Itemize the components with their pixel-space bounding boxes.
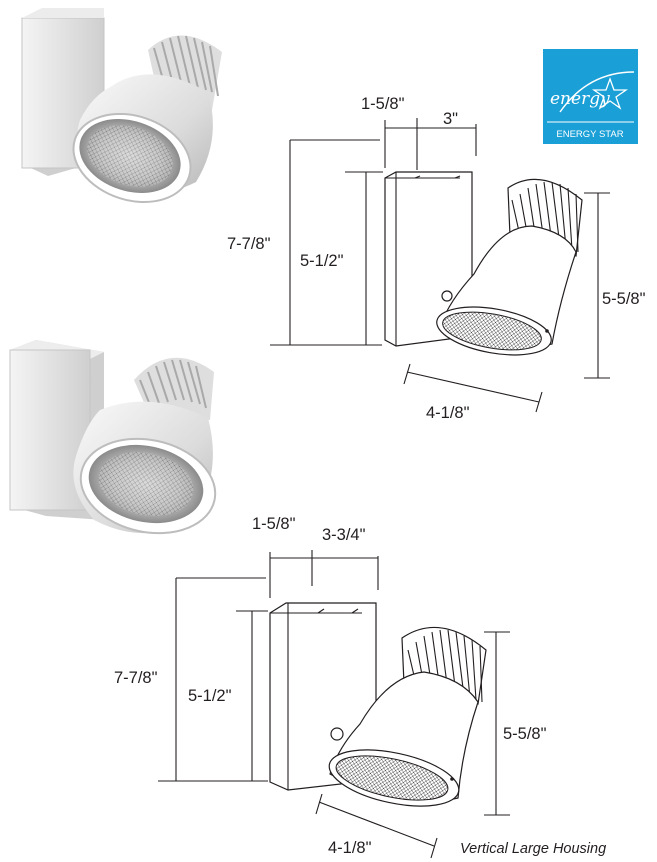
dim-head-diameter: 4-1/8" (426, 404, 470, 422)
caption-vertical-large-housing: Vertical Large Housing (460, 841, 606, 857)
dim-head-diameter: 4-1/8" (328, 839, 372, 857)
dim-head-offset: 3-3/4" (322, 526, 366, 544)
energy-script: energy (550, 89, 610, 109)
product-photo-top (21, 8, 222, 204)
dim-base-height: 5-1/2" (300, 252, 344, 270)
dim-base-height: 5-1/2" (188, 687, 232, 705)
lamp-head-outline (436, 178, 583, 356)
dim-overall-height: 7-7/8" (114, 669, 158, 687)
dim-head-height: 5-5/8" (602, 290, 646, 308)
dimension-drawing-bottom: 1-5/8" 3-3/4" 7-7/8" 5-1/2" 5-5/8" 4-1/8… (114, 515, 606, 859)
energy-star-logo: energy ENERGY STAR (543, 49, 638, 144)
dim-base-depth: 1-5/8" (361, 95, 405, 113)
dimension-lines (270, 118, 610, 413)
dim-head-offset: 3" (443, 110, 458, 128)
lamp-head-outline (328, 626, 487, 807)
product-photo-bottom (9, 340, 217, 535)
energy-star-wordmark: ENERGY STAR (556, 129, 623, 140)
dim-base-depth: 1-5/8" (252, 515, 296, 533)
dim-head-height: 5-5/8" (503, 725, 547, 743)
dim-overall-height: 7-7/8" (227, 235, 271, 253)
dimension-lines (158, 550, 510, 859)
star-icon (591, 77, 629, 110)
dimension-drawing-top: 1-5/8" 3" 7-7/8" 5-1/2" 5-5/8" 4-1/8" (227, 95, 646, 422)
